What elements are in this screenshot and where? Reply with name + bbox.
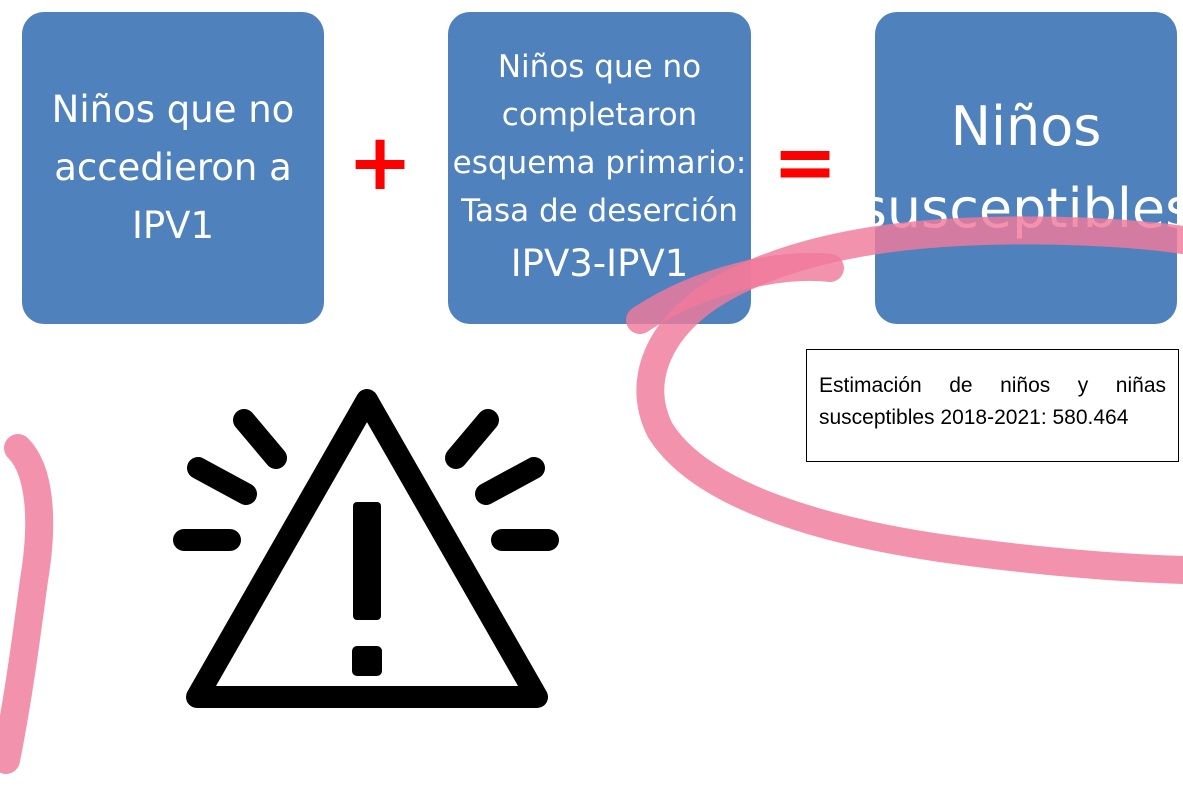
box1-line-1: Niños que no (51, 88, 295, 131)
exclamation-bar (353, 502, 381, 620)
box1-line-3: IPV1 (131, 204, 215, 247)
highlight-ellipse-stroke (636, 216, 1183, 584)
box1-line-2: accedieron a (54, 146, 292, 189)
box2-line-3: esquema primario: (452, 145, 747, 181)
estimate-note: Estimación de niños y niñas susceptibles… (806, 349, 1179, 462)
box-children-no-ipv1: Niños que no accedieron a IPV1 (22, 12, 324, 324)
box2-line-4: Tasa de deserción (461, 193, 738, 229)
ray-left-mid (187, 457, 257, 505)
box2-line-2: completaron (501, 97, 698, 133)
ray-right-top (445, 409, 499, 469)
exclamation-dot (352, 646, 382, 676)
plus-operator: + (347, 118, 413, 208)
ray-left-top (233, 409, 287, 469)
equals-operator: = (772, 118, 838, 208)
highlight-ellipse-tail (626, 252, 844, 334)
box3-line-1: Niños (950, 95, 1102, 158)
highlight-left-stroke (0, 434, 54, 774)
ray-right-mid (475, 457, 545, 505)
note-line-2: susceptibles 2018-2021: 580.464 (819, 406, 1129, 429)
box2-line-1: Niños que no (497, 49, 702, 85)
note-line-1: Estimación de niños y niñas (819, 374, 1166, 397)
box2-line-5: IPV3-IPV1 (510, 242, 689, 285)
box-dropout-rate: Niños que no completaron esquema primari… (448, 12, 751, 324)
warning-triangle (186, 389, 548, 708)
